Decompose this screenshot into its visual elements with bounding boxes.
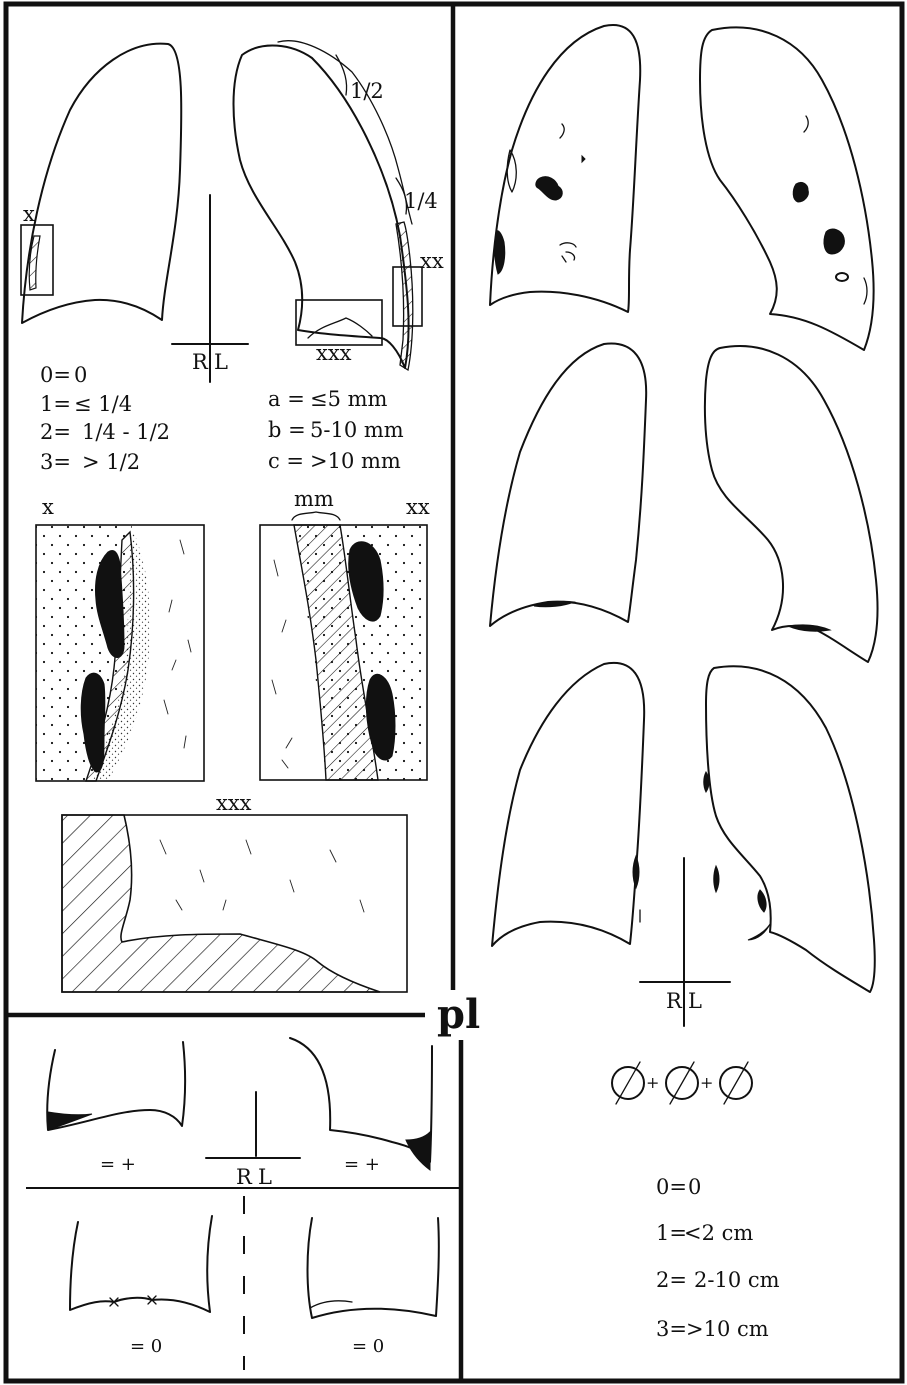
hatched-pleural-strip (396, 222, 413, 370)
cp-angle-left-sharp (308, 1218, 439, 1318)
cp-zero-right: = 0 (130, 1336, 162, 1357)
cp-axis-right-label: R (236, 1165, 253, 1189)
width-scale: a = ≤5 mm b = 5-10 mm c = >10 mm (268, 387, 404, 473)
plus-sign-2: + (700, 1073, 713, 1092)
axis-right-label: R (192, 350, 209, 374)
opacity-right-lung-3 (492, 663, 644, 946)
detail-xxx-panel (62, 815, 407, 992)
opacity-panel: R L + + 0= 0 1= <2 cm 2= 2-10 cm 3= >10 … (490, 25, 878, 1341)
width-grade-a: a = (268, 387, 305, 411)
width-value-b: 5-10 mm (310, 418, 404, 442)
opacity-axis-left-label: L (688, 989, 702, 1013)
opacity-marks-row-3 (633, 772, 770, 940)
costophrenic-panel: = + = + R L = 0 = 0 (47, 1038, 439, 1370)
basal-mark-left-2 (788, 625, 830, 631)
extent-scale: 0= 0 1= ≤ 1/4 2= 1/4 - 1/2 3= > 1/2 (40, 363, 170, 474)
extent-grade-0: 0= (40, 363, 71, 387)
cp-positive-left: = + (344, 1154, 380, 1175)
cp-zero-left: = 0 (352, 1336, 384, 1357)
diameter-value-0: 0 (688, 1175, 701, 1199)
opacity-axis-right-label: R (666, 989, 683, 1013)
detail-xx-panel (260, 525, 427, 780)
extent-grade-3: 3= (40, 450, 71, 474)
cp-angle-right-sharp (70, 1216, 212, 1312)
label-x: x (23, 202, 35, 226)
thickening-lung-outlines: x xx xxx 1/2 1/4 R L 0= 0 1= ≤ 1/4 2= 1/… (21, 41, 444, 474)
cp-positive-right: = + (100, 1154, 136, 1175)
diameter-grade-1: 1= (656, 1221, 687, 1245)
extent-quarter-label: 1/4 (404, 189, 438, 213)
detail-x-label: x (42, 495, 54, 519)
width-grade-b: b = (268, 418, 306, 442)
extent-value-3: > 1/2 (82, 450, 140, 474)
width-value-a: ≤5 mm (310, 387, 388, 411)
diameter-symbols: + + (612, 1062, 752, 1104)
opacity-right-lung-2 (490, 343, 646, 626)
opacity-marks-row-1 (495, 116, 867, 304)
mm-brace (292, 512, 340, 520)
detail-enlargements: x xx mm (36, 487, 430, 992)
section-label: pl (437, 991, 480, 1038)
label-xxx: xxx (316, 341, 352, 365)
opacity-left-lung-2 (705, 346, 878, 662)
cp-left-blunting-line (310, 1301, 352, 1308)
diameter-grade-3: 3= (656, 1317, 687, 1341)
diameter-grade-2: 2= (656, 1268, 687, 1292)
opacity-right-lung-1 (490, 25, 640, 312)
extent-grade-1: 1= (40, 392, 71, 416)
opacity-left-lung-3 (706, 666, 875, 992)
extent-grade-2: 2= (40, 420, 71, 444)
width-grade-c: c = (268, 449, 304, 473)
axis-left-label: L (214, 350, 228, 374)
opacity-left-lung-1 (700, 27, 874, 350)
extent-value-0: 0 (74, 363, 87, 387)
diameter-grade-0: 0= (656, 1175, 687, 1199)
detail-mm-label: mm (294, 487, 334, 511)
basal-mark-right-2 (534, 601, 574, 607)
detail-x-panel (36, 525, 204, 781)
label-xx: xx (420, 249, 444, 273)
right-lung-outline (22, 44, 181, 323)
plus-sign-1: + (646, 1073, 659, 1092)
width-value-c: >10 mm (310, 449, 401, 473)
detail-xxx-label: xxx (216, 791, 252, 815)
pleural-extent-line (278, 41, 412, 224)
extent-value-1: ≤ 1/4 (74, 392, 132, 416)
diameter-value-1: <2 cm (684, 1221, 753, 1245)
diameter-value-3: >10 cm (686, 1317, 769, 1341)
extent-value-2: 1/4 - 1/2 (82, 420, 170, 444)
diameter-value-2: 2-10 cm (694, 1268, 780, 1292)
detail-xx-label: xx (406, 495, 430, 519)
extent-half-label: 1/2 (350, 79, 384, 103)
cp-axis-left-label: L (258, 1165, 272, 1189)
cp-left-blackened-angle (406, 1132, 430, 1170)
diameter-scale: 0= 0 1= <2 cm 2= 2-10 cm 3= >10 cm (656, 1175, 780, 1341)
